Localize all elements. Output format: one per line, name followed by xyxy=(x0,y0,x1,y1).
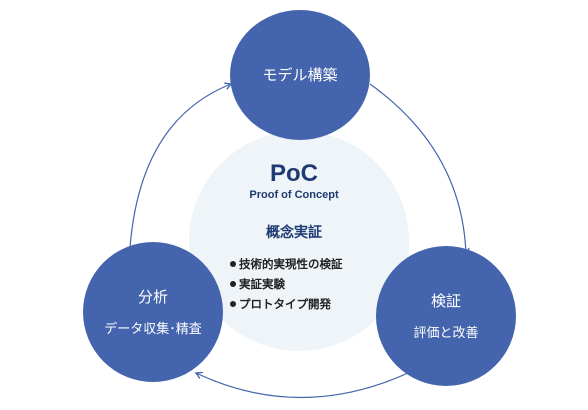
bullet-dot-icon xyxy=(230,300,236,307)
bullet-text: 実証実験 xyxy=(239,277,285,291)
poc-subtitle: Proof of Concept xyxy=(249,189,339,201)
node-analysis: 分析 データ収集･精査 xyxy=(83,242,223,382)
node-verify-title: 検証 xyxy=(430,291,461,310)
node-model-building: モデル構築 xyxy=(230,10,370,140)
bullet-text: 技術的実現性の検証 xyxy=(239,257,343,271)
arrow-verify-to-analysis-icon xyxy=(194,371,409,399)
arrow-model-to-verify-icon xyxy=(369,83,470,256)
concept-heading: 概念実証 xyxy=(266,225,322,241)
node-analysis-sub: データ収集･精査 xyxy=(104,321,202,337)
bullet-text: プロトタイプ開発 xyxy=(239,297,331,311)
bullet-dot-icon xyxy=(230,280,236,287)
node-verification: 検証 評価と改善 xyxy=(376,246,516,386)
node-model-title: モデル構築 xyxy=(262,66,338,84)
list-item: 実証実験 xyxy=(230,274,343,294)
bullet-dot-icon xyxy=(230,260,236,267)
node-verify-sub: 評価と改善 xyxy=(413,325,479,341)
concept-bullet-list: 技術的実現性の検証 実証実験 プロトタイプ開発 xyxy=(230,254,343,314)
node-analysis-title: 分析 xyxy=(137,287,168,306)
center-circle xyxy=(189,131,409,351)
poc-title: PoC xyxy=(270,160,318,187)
list-item: 技術的実現性の検証 xyxy=(230,254,343,274)
list-item: プロトタイプ開発 xyxy=(230,294,343,314)
arrow-analysis-to-model-icon xyxy=(129,82,233,249)
